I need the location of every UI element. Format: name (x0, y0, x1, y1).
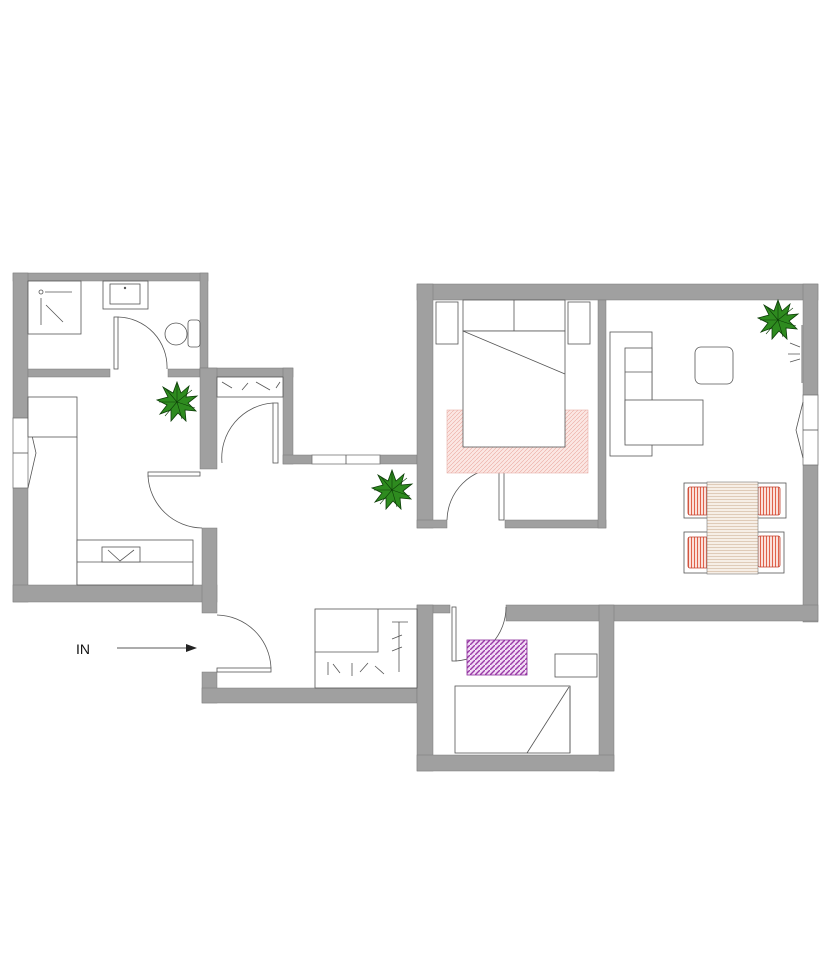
dining-table (706, 481, 759, 575)
double-bed (462, 330, 566, 448)
rug (466, 639, 528, 676)
door-entrance (216, 667, 272, 673)
plant-icon (156, 381, 198, 422)
desk (554, 653, 598, 678)
door-bathroom (113, 316, 119, 370)
toilet-tank (187, 319, 201, 348)
stove (101, 546, 141, 563)
bedroom (435, 299, 591, 474)
entrance-marker: IN (76, 641, 197, 657)
wardrobe-hall (314, 608, 418, 689)
door-kitchen (147, 471, 201, 477)
dining-set (683, 481, 787, 575)
chaise (624, 399, 704, 446)
small-bedroom (454, 639, 598, 754)
door-closet (272, 402, 279, 464)
kitchen (27, 381, 198, 586)
single-bed (454, 685, 571, 754)
counter-top (27, 396, 78, 438)
chair (757, 535, 781, 568)
plant-icon (371, 469, 413, 510)
closet (216, 376, 418, 689)
entrance-label: IN (76, 641, 90, 657)
shower (27, 280, 82, 335)
nightstand (567, 301, 591, 345)
living-room (609, 299, 801, 575)
walls-right-block (416, 283, 819, 772)
windows (12, 325, 819, 489)
counter-bottom (76, 539, 194, 586)
doors (113, 316, 507, 673)
door-bedroom (498, 467, 505, 521)
coffee-table (694, 346, 734, 385)
plant-icon (757, 299, 799, 340)
door-small-bedroom (451, 606, 457, 662)
nightstand (435, 301, 459, 345)
bathroom (27, 280, 201, 348)
chair (757, 486, 781, 516)
